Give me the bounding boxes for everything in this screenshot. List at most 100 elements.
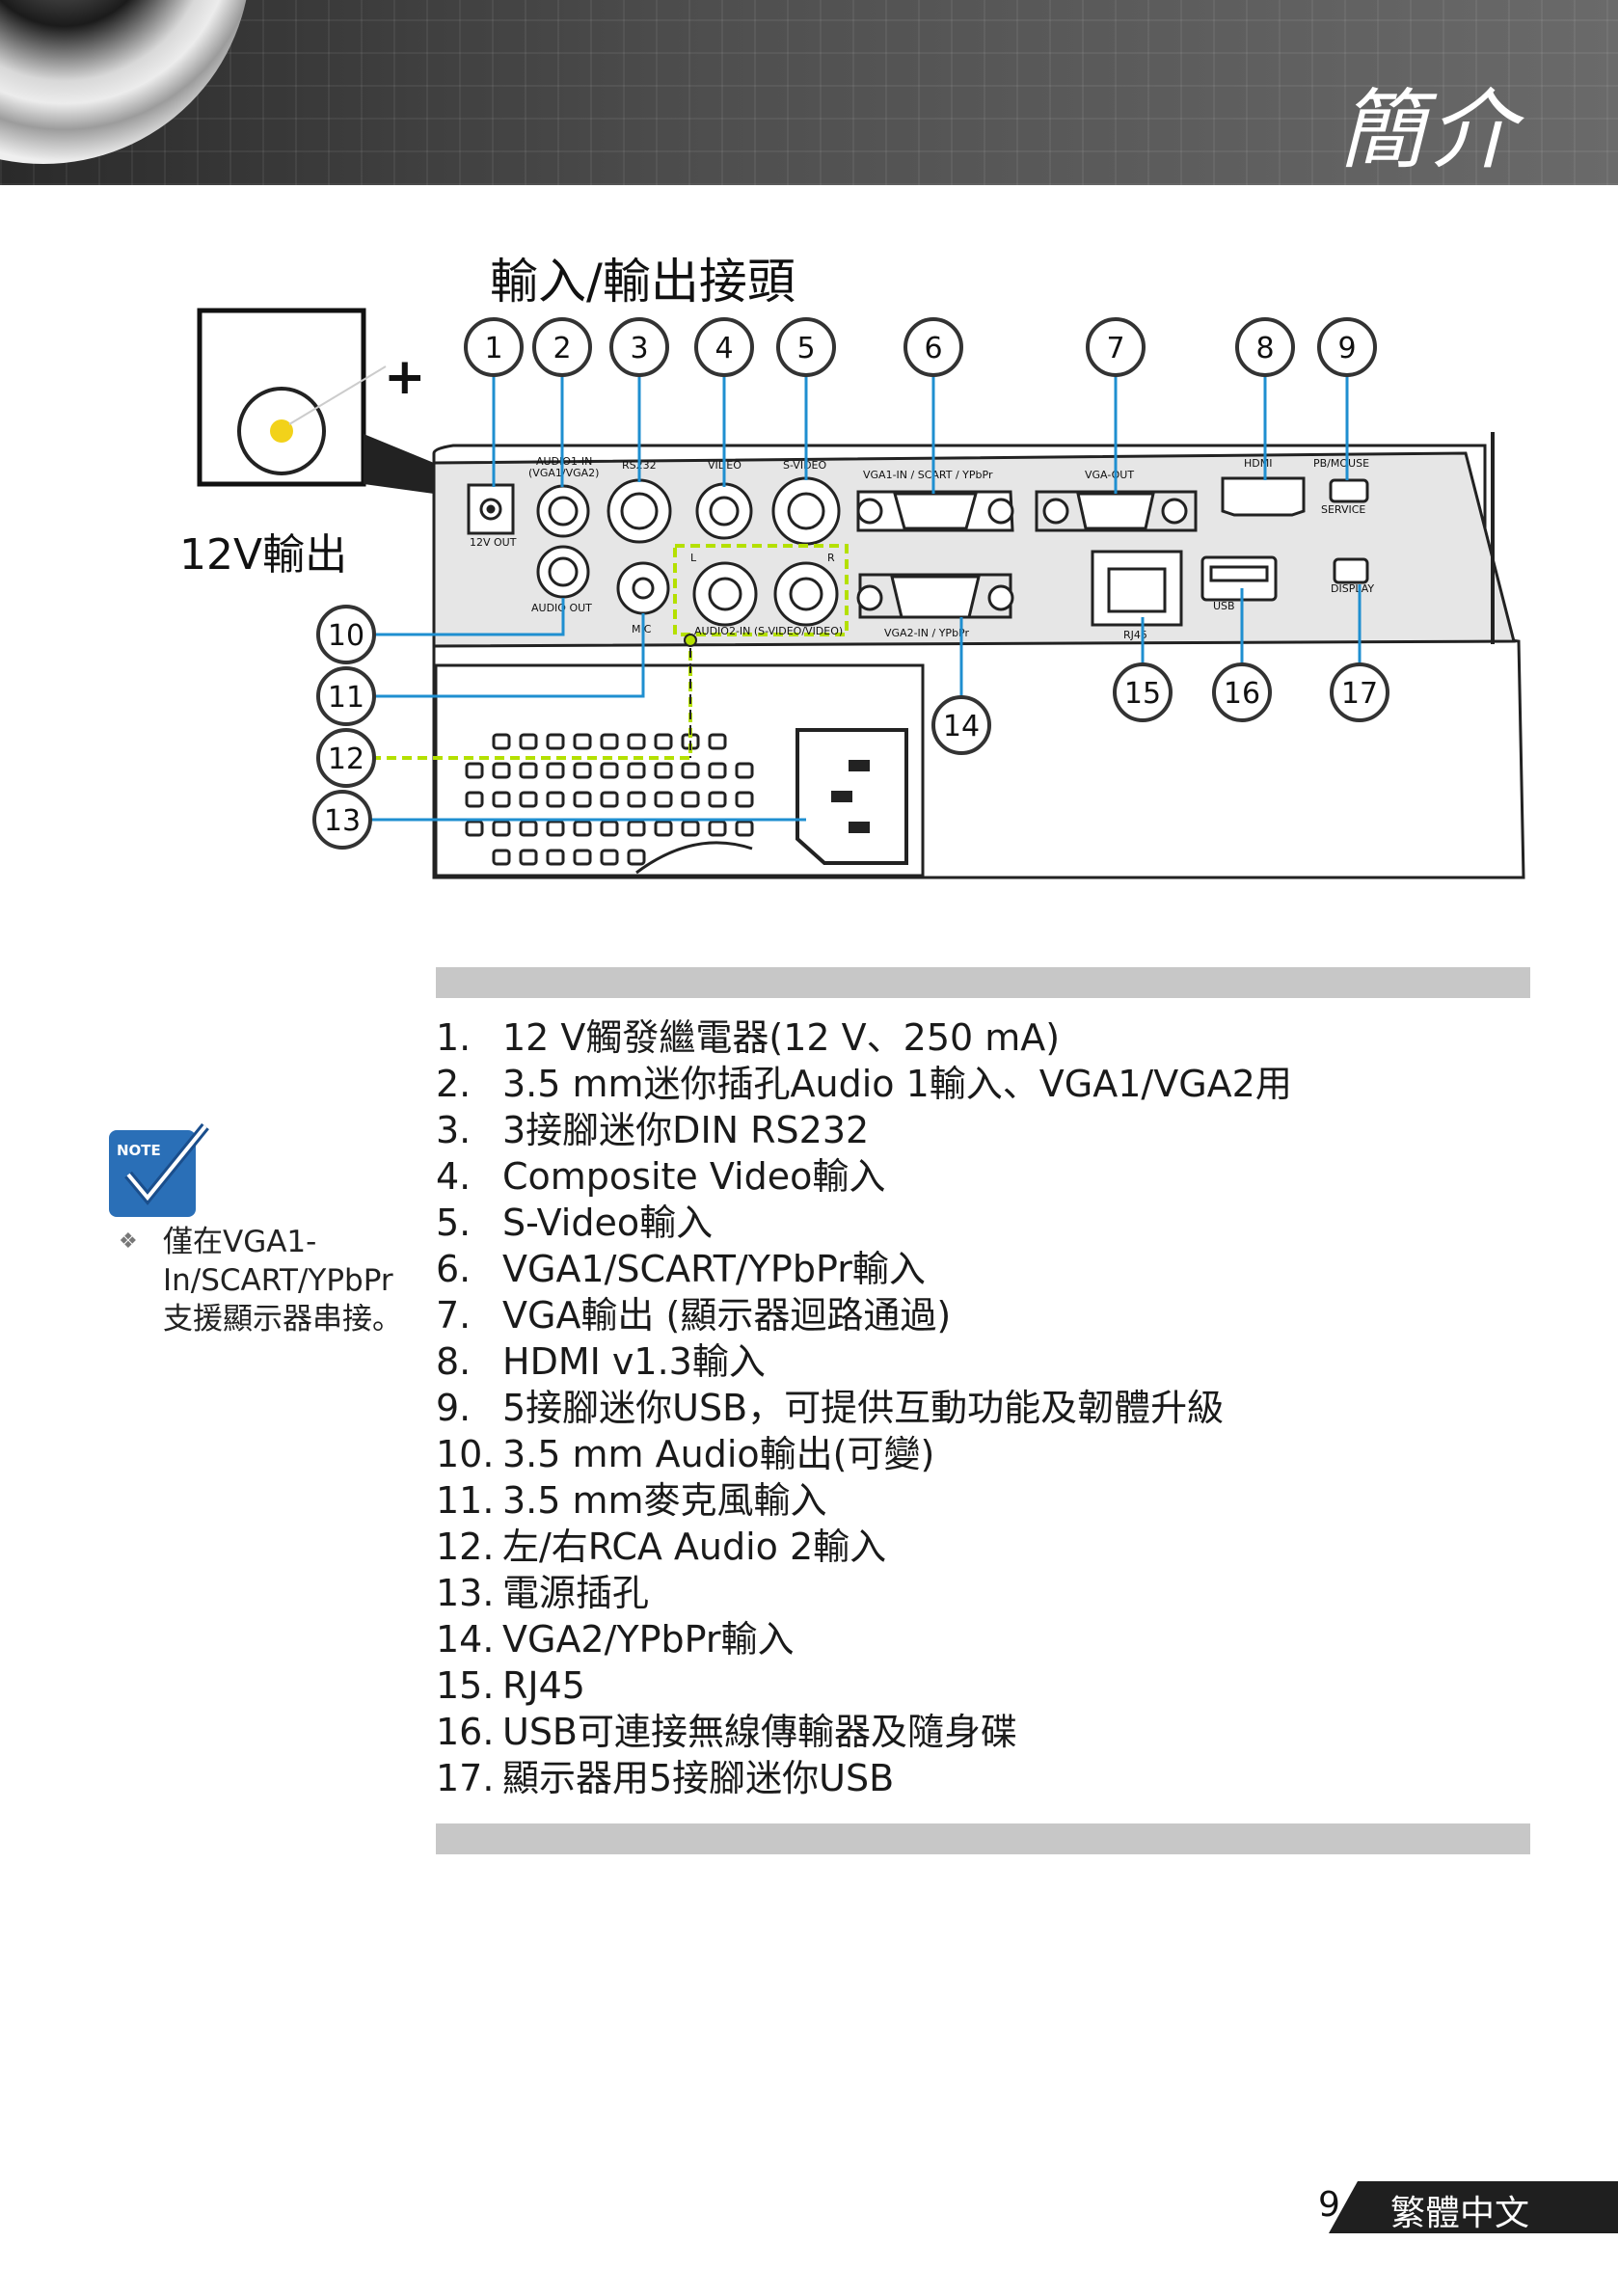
power-socket	[796, 728, 908, 865]
feature-item: 17.顯示器用5接腳迷你USB	[436, 1755, 1292, 1801]
feature-text: 3接腳迷你DIN RS232	[502, 1109, 870, 1151]
feature-text: 3.5 mm Audio輸出(可變)	[502, 1433, 935, 1475]
ports	[467, 476, 1369, 627]
feature-item: 13.電源插孔	[436, 1570, 1292, 1616]
svg-text:PB/MOUSE: PB/MOUSE	[1313, 457, 1369, 470]
callout-number: 7	[1106, 332, 1124, 365]
feature-item: 9.5接腳迷你USB，可提供互動功能及韌體升級	[436, 1385, 1292, 1431]
feature-text: S-Video輸入	[502, 1202, 714, 1244]
projector-lens-graphic	[0, 0, 251, 164]
callout-number: 5	[796, 332, 815, 365]
feature-item: 2. 3.5 mm迷你插孔Audio 1輸入、VGA1/VGA2用	[436, 1061, 1292, 1107]
feature-text: 左/右RCA Audio 2輸入	[502, 1526, 887, 1568]
svg-text:VGA-OUT: VGA-OUT	[1085, 469, 1134, 481]
feature-item: 10.3.5 mm Audio輸出(可變)	[436, 1431, 1292, 1477]
callout-circle	[1330, 662, 1389, 722]
callout-circle	[464, 317, 524, 377]
feature-number: 16.	[436, 1711, 495, 1753]
plus-sign: +	[384, 348, 426, 406]
callout-number: 14	[943, 710, 980, 743]
feature-number: 17.	[436, 1757, 495, 1799]
diagram-title: 輸入/輸出接頭	[490, 254, 796, 310]
svg-text:AUDIO1-IN: AUDIO1-IN	[536, 455, 592, 468]
svg-text:(VGA1/VGA2): (VGA1/VGA2)	[528, 467, 599, 479]
note-icon: NOTE	[109, 1122, 209, 1217]
connector-diagram: + 12V輸出	[179, 308, 1525, 879]
feature-number: 15.	[436, 1664, 495, 1707]
feature-item: 12.左/右RCA Audio 2輸入	[436, 1524, 1292, 1570]
callout-circle	[312, 790, 372, 850]
callout-number: 9	[1337, 332, 1356, 365]
feature-text: VGA1/SCART/YPbPr輸入	[502, 1248, 926, 1290]
feature-item: 5. S-Video輸入	[436, 1200, 1292, 1246]
footer-language: 繁體中文	[1390, 2194, 1530, 2233]
callout-number: 16	[1224, 677, 1260, 711]
section-title: 簡介	[1338, 80, 1520, 181]
feature-item: 7.VGA輸出 (顯示器迴路通過)	[436, 1292, 1292, 1338]
feature-text: 5接腳迷你USB，可提供互動功能及韌體升級	[502, 1387, 1225, 1429]
feature-text: USB可連接無線傳輸器及隨身碟	[502, 1711, 1018, 1753]
svg-text:USB: USB	[1213, 600, 1235, 612]
svg-text:HDMI: HDMI	[1244, 457, 1272, 470]
feature-number: 1.	[436, 1016, 472, 1059]
svg-text:MIC: MIC	[632, 623, 652, 635]
feature-text: VGA2/YPbPr輸入	[502, 1618, 795, 1661]
feature-number: 6.	[436, 1248, 472, 1290]
feature-item: 15.RJ45	[436, 1662, 1292, 1709]
feature-text: RJ45	[502, 1664, 585, 1707]
note-body: 僅在VGA1-In/SCART/YPbPr支援顯示器串接。	[163, 1225, 402, 1337]
svg-text:R: R	[827, 552, 835, 564]
feature-text: 3.5 mm迷你插孔Audio 1輸入、VGA1/VGA2用	[502, 1063, 1292, 1105]
note-bullet: ❖	[119, 1229, 138, 1254]
feature-number: 10.	[436, 1433, 495, 1475]
callout-circle	[1317, 317, 1377, 377]
feature-number: 11.	[436, 1479, 495, 1522]
callout-number: 15	[1124, 677, 1161, 711]
inset-label: 12V輸出	[179, 530, 347, 580]
callout-circle	[609, 317, 669, 377]
callout-number: 13	[324, 804, 361, 838]
svg-text:VGA1-IN / SCART / YPbPr: VGA1-IN / SCART / YPbPr	[863, 469, 993, 481]
note-text: ❖ 僅在VGA1-In/SCART/YPbPr支援顯示器串接。	[119, 1223, 418, 1338]
feature-item: 1. 12 V觸發繼電器(12 V、250 mA)	[436, 1014, 1292, 1061]
callout-circle	[1212, 662, 1272, 722]
callout-number: 2	[553, 332, 571, 365]
vent-grid	[465, 733, 754, 875]
callout-number: 11	[328, 681, 364, 715]
header-banner: 簡介	[0, 0, 1618, 185]
callout-number: 4	[715, 332, 733, 365]
svg-text:DISPLAY: DISPLAY	[1331, 582, 1374, 595]
feature-item: 8.HDMI v1.3輸入	[436, 1338, 1292, 1385]
feature-item: 16.USB可連接無線傳輸器及隨身碟	[436, 1709, 1292, 1755]
footer-tab	[1329, 2181, 1618, 2233]
callout-number: 3	[630, 332, 648, 365]
callout-circle	[931, 695, 991, 755]
feature-text: 12 V觸發繼電器(12 V、250 mA)	[502, 1016, 1061, 1059]
callout-number: 10	[328, 619, 364, 653]
callout-circle	[316, 666, 376, 726]
callout-circle	[694, 317, 754, 377]
feature-text: 3.5 mm麥克風輸入	[502, 1479, 827, 1522]
callout-number: 17	[1341, 677, 1378, 711]
svg-text:VGA2-IN / YPbPr: VGA2-IN / YPbPr	[884, 627, 969, 639]
callout-circle	[903, 317, 963, 377]
feature-text: HDMI v1.3輸入	[502, 1340, 766, 1383]
feature-number: 5.	[436, 1202, 472, 1244]
inset-12v: + 12V輸出	[179, 308, 434, 580]
feature-text: Composite Video輸入	[502, 1155, 886, 1198]
svg-text:L: L	[690, 552, 697, 564]
feature-number: 13.	[436, 1572, 495, 1614]
list-bottom-bar	[436, 1823, 1530, 1854]
callout-circle	[532, 317, 592, 377]
callout-number: 6	[924, 332, 942, 365]
feature-number: 14.	[436, 1618, 495, 1661]
svg-text:SERVICE: SERVICE	[1321, 503, 1365, 516]
feature-number: 2.	[436, 1063, 472, 1105]
svg-text:AUDIO2-IN (S-VIDEO/VIDEO): AUDIO2-IN (S-VIDEO/VIDEO)	[694, 625, 843, 637]
feature-item: 14.VGA2/YPbPr輸入	[436, 1616, 1292, 1662]
feature-text: 顯示器用5接腳迷你USB	[502, 1757, 895, 1799]
callout-circle	[1086, 317, 1146, 377]
svg-text:NOTE: NOTE	[117, 1142, 161, 1159]
svg-text:12V OUT: 12V OUT	[470, 536, 517, 549]
callout-number: 12	[328, 743, 364, 776]
